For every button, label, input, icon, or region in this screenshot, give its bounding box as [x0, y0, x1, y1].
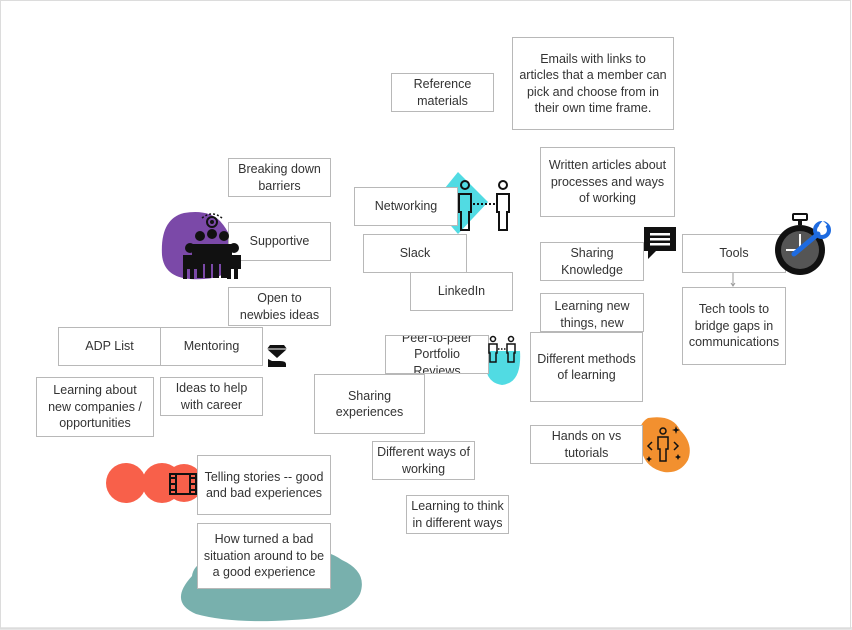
note-adp-list[interactable]: ADP List [58, 327, 161, 366]
note-tools[interactable]: Tools [682, 234, 786, 273]
diamond-hand-icon [267, 345, 287, 367]
note-networking[interactable]: Networking [354, 187, 458, 226]
note-different-ways[interactable]: Different ways of working [372, 441, 475, 480]
teal-halfcircle-blob [486, 351, 521, 385]
note-bad-situation[interactable]: How turned a bad situation around to be … [197, 523, 331, 589]
note-breaking-barriers[interactable]: Breaking down barriers [228, 158, 331, 197]
orange-blob [639, 417, 690, 473]
note-emails-articles[interactable]: Emails with links to articles that a mem… [512, 37, 674, 130]
note-written-articles[interactable]: Written articles about processes and way… [540, 147, 675, 217]
note-learning-companies[interactable]: Learning about new companies / opportuni… [36, 377, 154, 437]
note-different-methods[interactable]: Different methods of learning [530, 332, 643, 402]
team-icon [183, 213, 241, 279]
sparkle-person-icon [646, 426, 681, 462]
tools-connector-arrow [730, 273, 736, 287]
note-reference-materials[interactable]: Reference materials [391, 73, 494, 112]
note-ideas-career[interactable]: Ideas to help with career [160, 377, 263, 416]
note-supportive[interactable]: Supportive [228, 222, 331, 261]
chat-bubble-icon [644, 227, 676, 259]
note-tech-tools[interactable]: Tech tools to bridge gaps in communicati… [682, 287, 786, 365]
note-sharing-experiences[interactable]: Sharing experiences [314, 374, 425, 434]
film-strip-icon [169, 473, 197, 495]
note-learning-new-things[interactable]: Learning new things, new [540, 293, 644, 332]
networking-people-icon [458, 180, 510, 231]
note-slack[interactable]: Slack [363, 234, 467, 273]
note-linkedin[interactable]: LinkedIn [410, 272, 513, 311]
peer-people-icon [488, 335, 516, 363]
note-hands-on[interactable]: Hands on vs tutorials [530, 425, 643, 464]
note-mentoring[interactable]: Mentoring [160, 327, 263, 366]
stopwatch-wrench-icon [775, 213, 831, 275]
note-peer-reviews[interactable]: Peer-to-peer Portfolio Reviews [385, 335, 489, 374]
note-learning-think[interactable]: Learning to think in different ways [406, 495, 509, 534]
note-sharing-knowledge[interactable]: Sharing Knowledge [540, 242, 644, 281]
note-telling-stories[interactable]: Telling stories -- good and bad experien… [197, 455, 331, 515]
note-open-newbies[interactable]: Open to newbies ideas [228, 287, 331, 326]
